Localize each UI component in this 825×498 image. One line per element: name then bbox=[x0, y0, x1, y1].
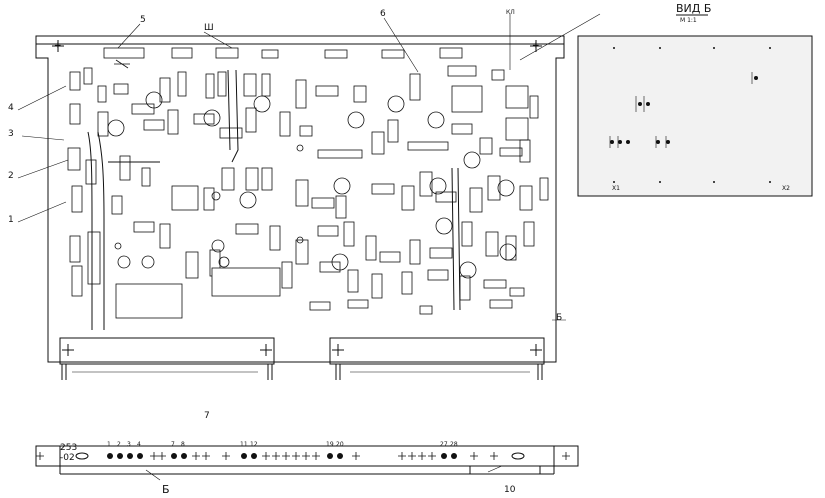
pin-11: 11 bbox=[240, 441, 248, 448]
panel-mark-x2: Х2 bbox=[782, 185, 790, 192]
pin-3: 3 bbox=[127, 441, 131, 448]
side-panel bbox=[577, 35, 813, 197]
callout-5: 5 bbox=[140, 15, 146, 25]
strip-callout-7: 7 bbox=[204, 411, 210, 421]
callout-6: 6 bbox=[380, 9, 386, 19]
connector-strip bbox=[35, 445, 579, 475]
strip-code-2: -02 bbox=[60, 453, 75, 463]
callout-1: 1 bbox=[8, 215, 14, 225]
callout-2: 2 bbox=[8, 171, 14, 181]
callout-b: Б bbox=[556, 313, 563, 323]
pin-8: 8 bbox=[181, 441, 185, 448]
component-field bbox=[17, 13, 601, 481]
board-tag: КЛ bbox=[506, 9, 515, 16]
view-title: ВИД Б bbox=[676, 2, 712, 15]
pin-12: 12 bbox=[250, 441, 258, 448]
pin-19: 19 bbox=[326, 441, 334, 448]
panel-mark-x1: Х1 bbox=[612, 185, 620, 192]
board-mark-right: + bbox=[532, 41, 540, 51]
view-scale: М 1:1 bbox=[680, 17, 697, 24]
pin-1: 1 bbox=[107, 441, 111, 448]
pin-2: 2 bbox=[117, 441, 121, 448]
board-top-bar bbox=[35, 35, 565, 45]
strip-callout-10: 10 bbox=[504, 485, 516, 495]
strip-pads bbox=[107, 453, 457, 459]
connector-rail-right bbox=[329, 337, 545, 365]
callout-sh: Ш bbox=[204, 23, 214, 33]
main-board-outline bbox=[35, 35, 565, 363]
callout-4: 4 bbox=[8, 103, 14, 113]
pin-7: 7 bbox=[171, 441, 175, 448]
pin-28: 28 bbox=[450, 441, 458, 448]
connector-rail-left bbox=[59, 337, 275, 365]
strip-code-1: 253 bbox=[60, 443, 78, 453]
callout-3: 3 bbox=[8, 129, 14, 139]
side-panel-pads bbox=[610, 47, 771, 183]
bottom-view-label: Б bbox=[162, 483, 170, 496]
pin-20: 20 bbox=[336, 441, 344, 448]
pin-27: 27 bbox=[440, 441, 448, 448]
pin-4: 4 bbox=[137, 441, 141, 448]
board-mark-left: + bbox=[54, 41, 62, 51]
